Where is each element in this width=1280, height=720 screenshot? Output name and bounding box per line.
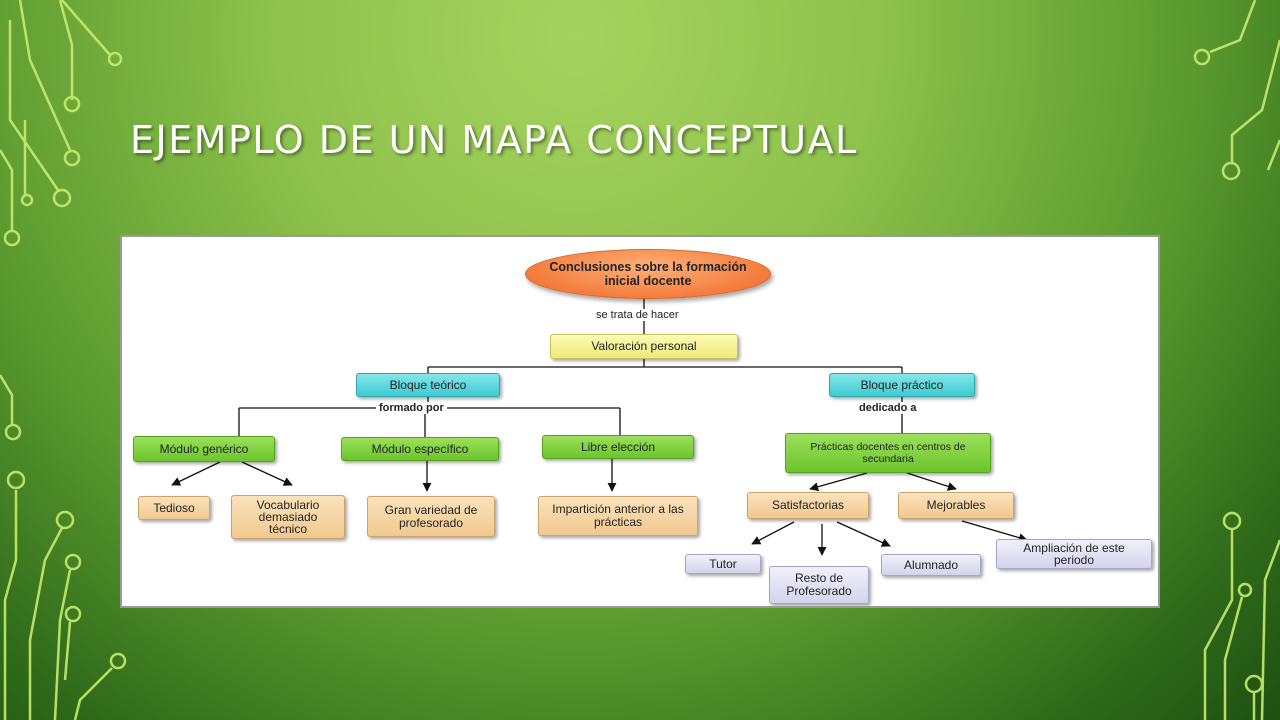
link-label-formado-por: formado por	[376, 402, 447, 414]
valoracion-personal-node: Valoración personal	[550, 334, 738, 359]
libre-eleccion-node: Libre elección	[542, 435, 694, 459]
root-concept-node: Conclusiones sobre la formación inicial …	[525, 249, 771, 299]
alumnado-node: Alumnado	[881, 554, 981, 576]
practicas-docentes-node: Prácticas docentes en centros de secunda…	[785, 433, 991, 473]
slide-title: EJEMPLO DE UN MAPA CONCEPTUAL	[130, 118, 858, 162]
link-label-se-trata-de-hacer: se trata de hacer	[593, 309, 682, 321]
modulo-generico-node: Módulo genérico	[133, 436, 275, 462]
satisfactorias-node: Satisfactorias	[747, 492, 869, 519]
bloque-teorico-node: Bloque teórico	[356, 373, 500, 397]
gran-variedad-node: Gran variedad de profesorado	[367, 496, 495, 537]
imparticion-node: Impartición anterior a las prácticas	[538, 496, 698, 536]
concept-map-frame: Conclusiones sobre la formación inicial …	[120, 235, 1160, 608]
ampliacion-node: Ampliación de este periodo	[996, 539, 1152, 569]
tutor-node: Tutor	[685, 554, 761, 574]
resto-profesorado-node: Resto de Profesorado	[769, 566, 869, 604]
mejorables-node: Mejorables	[898, 492, 1014, 519]
tedioso-node: Tedioso	[138, 496, 210, 520]
vocabulario-node: Vocabulario demasiado técnico	[231, 495, 345, 539]
bloque-practico-node: Bloque práctico	[829, 373, 975, 397]
modulo-especifico-node: Módulo específico	[341, 437, 499, 461]
link-label-dedicado-a: dedicado a	[856, 402, 920, 414]
